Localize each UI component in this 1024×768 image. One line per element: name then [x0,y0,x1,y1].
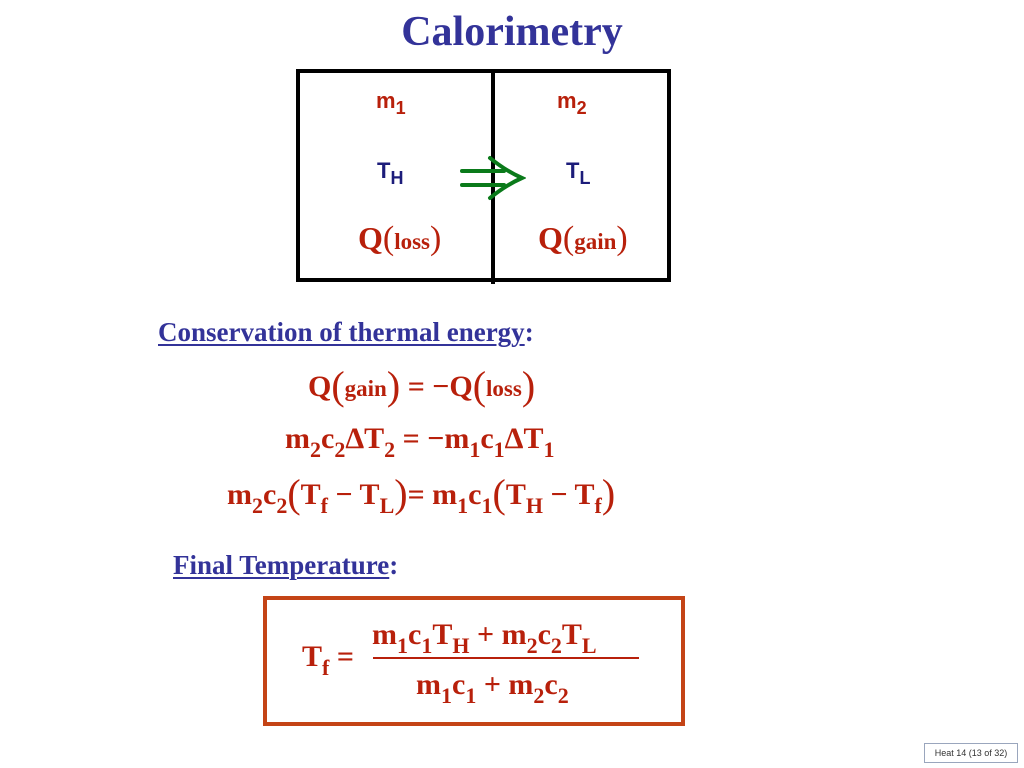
calorimeter-diagram [296,69,671,282]
temp-low-label: TL [566,158,591,188]
final-temperature-heading: Final Temperature: [173,550,399,580]
conservation-heading: Conservation of thermal energy: [158,317,534,347]
fraction-bar [373,657,639,659]
formula-numerator: m1c1TH + m2c2TL [372,618,597,658]
delta-t-equation: m2c2ΔT2 = −m1c1ΔT1 [285,422,555,462]
slide-number-footer: Heat 14 (13 of 32) [924,743,1018,763]
formula-denominator: m1c1 + m2c2 [416,668,569,708]
final-temperature-lhs: Tf = [302,640,354,680]
mass-1-label: m1 [376,88,406,118]
temp-high-label: TH [377,158,404,188]
double-right-arrow-icon [460,156,526,200]
conservation-equation: Q(gain) = −Q(loss) [308,363,536,408]
final-temperature-box [263,596,685,726]
mass-2-label: m2 [557,88,587,118]
slide-title: Calorimetry [401,9,623,55]
heat-gain-label: Q(gain) [538,220,628,257]
diagram-divider [491,69,495,284]
heat-loss-label: Q(loss) [358,220,442,257]
expanded-equation: m2c2(Tf − TL)= m1c1(TH − Tf) [227,471,616,518]
